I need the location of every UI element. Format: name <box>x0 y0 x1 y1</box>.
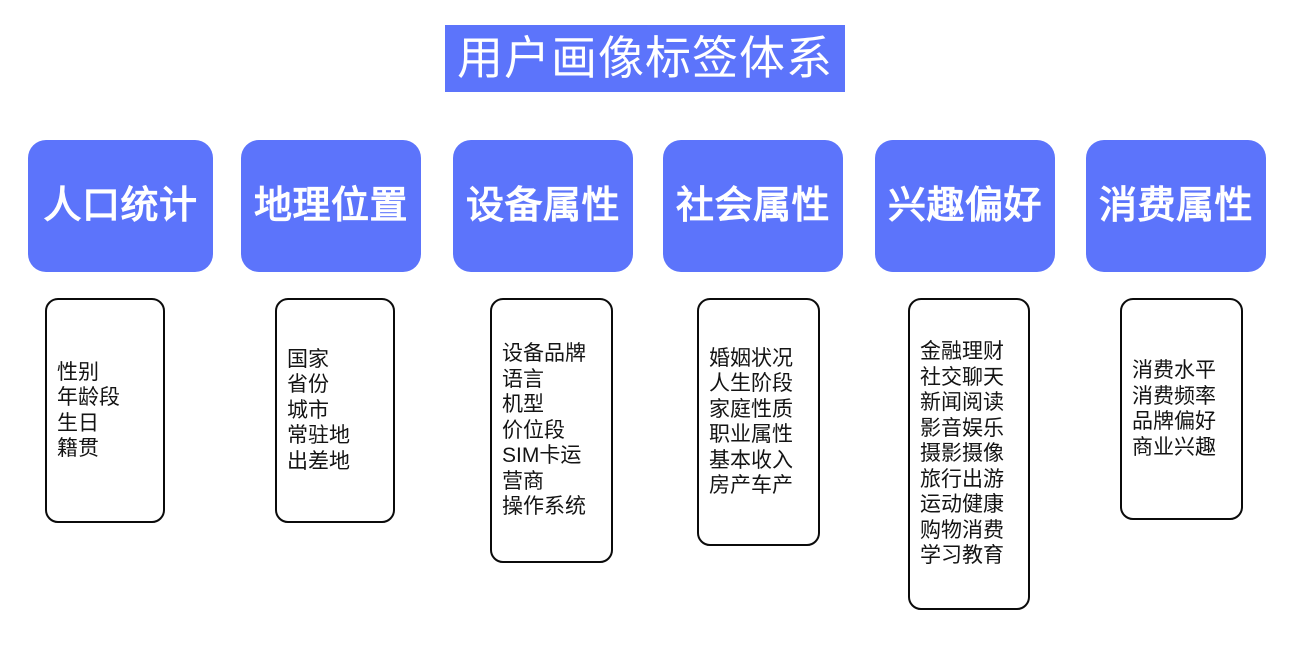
tag-box-4[interactable]: 婚姻状况 人生阶段 家庭性质 职业属性 基本收入 房产车产 <box>697 298 820 546</box>
tag-item: 城市 <box>287 398 329 422</box>
tag-item: SIM卡运 <box>502 444 582 468</box>
tag-item: 消费水平 <box>1132 359 1216 382</box>
diagram-title-band: 用户画像标签体系 <box>445 25 845 92</box>
tag-box-2[interactable]: 国家 省份 城市 常驻地 出差地 <box>275 298 395 523</box>
tag-item: 设备品牌 <box>502 342 586 366</box>
tag-item: 购物消费 <box>920 518 1004 542</box>
category-header-5[interactable]: 兴趣偏好 <box>875 140 1055 272</box>
category-header-3[interactable]: 设备属性 <box>453 140 633 272</box>
tag-item: 婚姻状况 <box>709 346 793 370</box>
tag-item: 价位段 <box>502 418 565 442</box>
tag-item: 生日 <box>57 411 99 435</box>
tag-item: 性别 <box>57 360 99 384</box>
tag-item: 摄影摄像 <box>920 442 1004 466</box>
tag-item: 房产车产 <box>709 474 793 497</box>
tag-item: 社交聊天 <box>920 365 1004 389</box>
tag-item: 操作系统 <box>502 495 586 519</box>
category-header-2[interactable]: 地理位置 <box>241 140 421 272</box>
category-header-label: 地理位置 <box>253 185 408 227</box>
tag-item: 语言 <box>502 367 544 391</box>
tag-item: 品牌偏好 <box>1132 410 1216 433</box>
tag-item: 影音娱乐 <box>920 416 1004 440</box>
tag-box-1[interactable]: 性别 年龄段 生日 籍贯 <box>45 298 165 523</box>
category-header-label: 设备属性 <box>465 185 620 227</box>
tag-item: 基本收入 <box>709 448 793 472</box>
category-header-label: 兴趣偏好 <box>887 185 1042 227</box>
tag-item: 人生阶段 <box>709 372 793 395</box>
tag-item: 年龄段 <box>57 386 120 409</box>
category-header-label: 人口统计 <box>43 185 198 227</box>
tag-box-6[interactable]: 消费水平 消费频率 品牌偏好 商业兴趣 <box>1120 298 1243 520</box>
category-header-label: 消费属性 <box>1098 185 1253 227</box>
tag-item: 营商 <box>502 469 544 493</box>
tag-item: 消费频率 <box>1132 384 1216 408</box>
tag-box-5[interactable]: 金融理财 社交聊天 新闻阅读 影音娱乐 摄影摄像 旅行出游 运动健康 购物消费 … <box>908 298 1030 610</box>
category-header-1[interactable]: 人口统计 <box>28 140 213 272</box>
category-header-6[interactable]: 消费属性 <box>1086 140 1266 272</box>
tag-item: 金融理财 <box>920 340 1004 364</box>
tag-item: 机型 <box>502 393 544 417</box>
tag-item: 出差地 <box>287 449 350 473</box>
tag-item: 国家 <box>287 347 329 371</box>
diagram-title: 用户画像标签体系 <box>457 32 833 84</box>
tag-item: 新闻阅读 <box>920 391 1004 415</box>
tag-box-3[interactable]: 设备品牌 语言 机型 价位段 SIM卡运 营商 操作系统 <box>490 298 613 563</box>
category-header-label: 社会属性 <box>675 185 830 227</box>
tag-item: 省份 <box>287 373 329 397</box>
tag-item: 职业属性 <box>709 423 793 446</box>
tag-item: 常驻地 <box>287 424 350 448</box>
tag-item: 运动健康 <box>920 493 1004 517</box>
tag-item: 家庭性质 <box>709 397 793 421</box>
tag-item: 籍贯 <box>57 437 99 460</box>
tag-item: 学习教育 <box>920 544 1004 568</box>
category-header-4[interactable]: 社会属性 <box>663 140 843 272</box>
tag-item: 旅行出游 <box>920 467 1004 491</box>
tag-item: 商业兴趣 <box>1132 435 1216 459</box>
